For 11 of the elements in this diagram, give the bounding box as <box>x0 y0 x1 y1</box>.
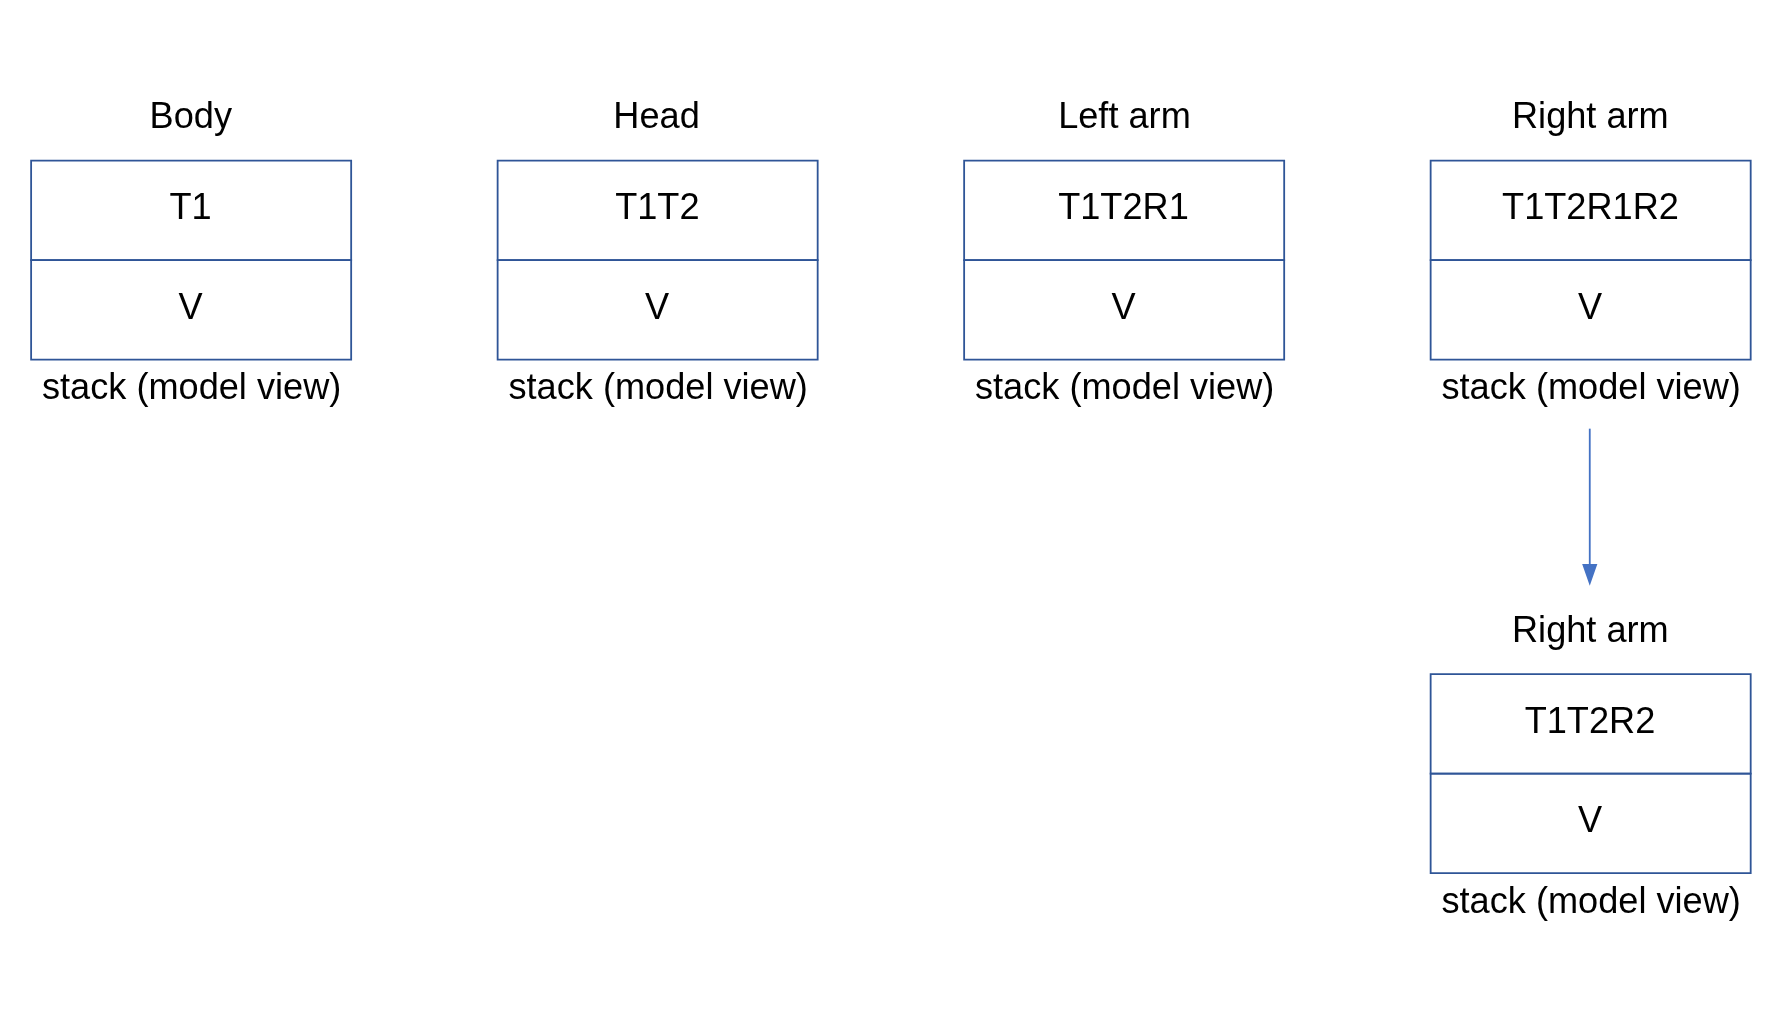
node-label: Right arm <box>1512 608 1669 650</box>
node-label: Right arm <box>1512 95 1669 137</box>
node-label: stack (model view) <box>508 366 808 408</box>
arrow <box>1582 427 1598 586</box>
node-label: stack (model view) <box>974 366 1275 408</box>
node-label: Body <box>149 95 232 137</box>
node-label: stack (model view) <box>1441 366 1741 408</box>
node-label: stack (model view) <box>1441 879 1741 921</box>
node-label: stack (model view) <box>41 366 342 408</box>
node-label: Head <box>613 95 700 137</box>
node-label: Left arm <box>1058 95 1191 137</box>
